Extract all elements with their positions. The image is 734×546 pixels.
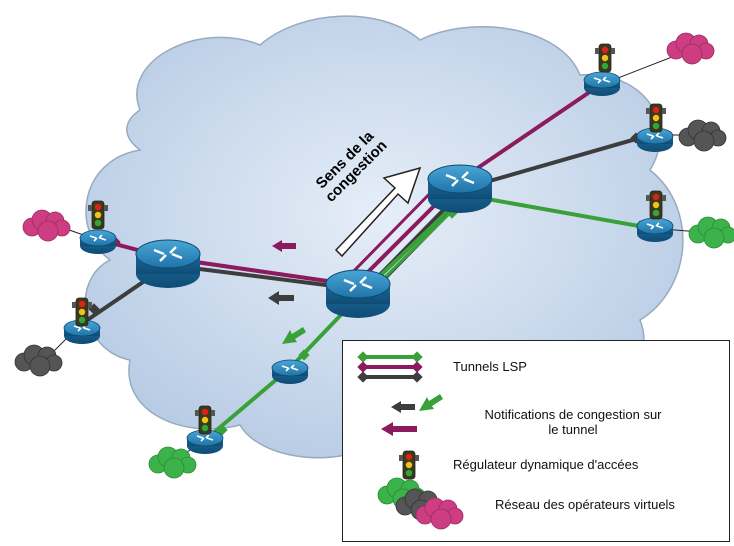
cloud-icon [688, 216, 734, 249]
router-icon [271, 359, 309, 385]
legend-regulator-label: Régulateur dynamique d'accées [453, 457, 639, 472]
traffic-light-icon [594, 43, 616, 73]
arrow-icon [282, 327, 306, 344]
cloud-icon [22, 209, 71, 242]
cloud-icon [666, 32, 715, 65]
router-icon [324, 268, 392, 320]
traffic-light-icon [398, 450, 420, 480]
legend-notifications-line2: le tunnel [548, 422, 598, 437]
legend-symbols [357, 351, 464, 530]
cloud-icon [678, 119, 727, 152]
legend-notifications-line1: Notifications de congestion sur [484, 407, 662, 422]
legend: Tunnels LSP Notifications de congestion … [342, 340, 730, 542]
router-icon [583, 71, 621, 97]
arrow-icon [268, 291, 294, 305]
notification-legend-icon [381, 394, 443, 436]
cloud-icon [148, 446, 197, 479]
arrow-icon [272, 240, 296, 252]
router-icon [79, 229, 117, 255]
legend-tunnels-label: Tunnels LSP [453, 359, 527, 374]
congestion-direction-arrow [334, 166, 422, 258]
router-icon [426, 163, 494, 215]
router-icon [636, 217, 674, 243]
router-icon [134, 238, 202, 290]
legend-network-label: Réseau des opérateurs virtuels [495, 497, 675, 512]
legend-notifications-label: Notifications de congestion sur le tunne… [453, 407, 693, 437]
tunnel-legend-icon [357, 351, 423, 383]
